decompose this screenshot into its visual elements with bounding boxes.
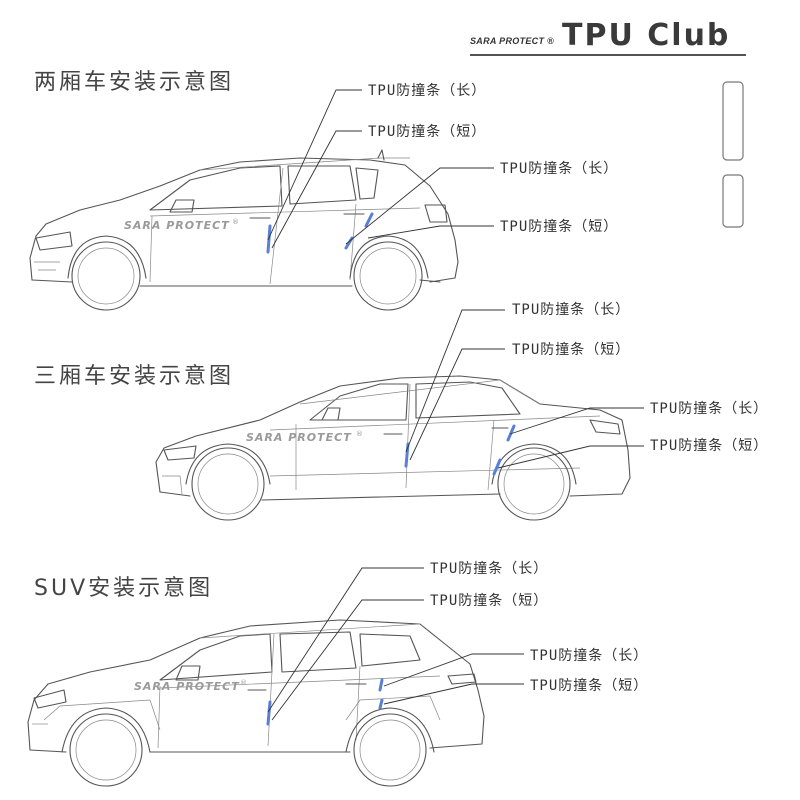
suv-leader-lines <box>267 567 524 721</box>
hatchback-watermark: SARA PROTECT <box>124 219 230 232</box>
hatchback-front-short-label: TPU防撞条（短） <box>368 124 487 140</box>
sedan-title: 三厢车安装示意图 <box>34 364 235 389</box>
sedan-leader-lines <box>405 309 644 469</box>
suv-car: SARA PROTECT ® <box>27 619 485 787</box>
suv-watermark-reg: ® <box>240 679 247 687</box>
hatchback-front-door-strip <box>266 224 272 254</box>
brand-subtitle: SARA PROTECT ® <box>470 36 555 46</box>
hatchback-title: 两厢车安装示意图 <box>34 70 235 95</box>
hatchback-leader-lines <box>267 89 494 249</box>
hatchback-rear-long-label: TPU防撞条（长） <box>500 161 619 177</box>
sedan-watermark-reg: ® <box>356 430 363 438</box>
hatchback-rear-short-label: TPU防撞条（短） <box>500 219 619 235</box>
suv-watermark: SARA PROTECT <box>134 680 240 693</box>
suv-rear-long-label: TPU防撞条（长） <box>530 648 649 664</box>
tpu-strip-short-sample <box>722 174 744 228</box>
brand-underline <box>470 54 746 56</box>
suv-rear-short-label: TPU防撞条（短） <box>530 678 649 694</box>
hatchback-front-long-label: TPU防撞条（长） <box>368 83 487 99</box>
sedan-front-long-label: TPU防撞条（长） <box>512 302 631 318</box>
brand-header: SARA PROTECT ® TPU Club <box>470 20 730 52</box>
suv-rear-strip-short <box>378 698 384 710</box>
sedan-rear-strip-long <box>506 424 516 442</box>
suv-rear-strip-long <box>378 678 384 692</box>
tpu-strip-long-sample <box>722 81 744 161</box>
sedan-rear-long-label: TPU防撞条（长） <box>650 401 769 417</box>
sedan-rear-short-label: TPU防撞条（短） <box>650 438 769 454</box>
tpu-strip-samples <box>722 81 744 228</box>
suv-title: SUV安装示意图 <box>34 576 214 601</box>
sedan-front-short-label: TPU防撞条（短） <box>512 342 631 358</box>
suv-front-short-label: TPU防撞条（短） <box>430 593 549 609</box>
sedan-car: SARA PROTECT ® <box>155 375 631 521</box>
brand-title: TPU Club <box>562 18 731 53</box>
suv-front-long-label: TPU防撞条（长） <box>430 561 549 577</box>
sedan-rear-strip-short <box>492 458 502 476</box>
suv-front-door-strip <box>266 700 272 726</box>
hatchback-rear-strip-long <box>364 212 374 228</box>
sedan-watermark: SARA PROTECT <box>246 431 352 444</box>
hatchback-car: SARA PROTECT ® <box>29 149 459 311</box>
hatchback-watermark-reg: ® <box>232 218 239 226</box>
